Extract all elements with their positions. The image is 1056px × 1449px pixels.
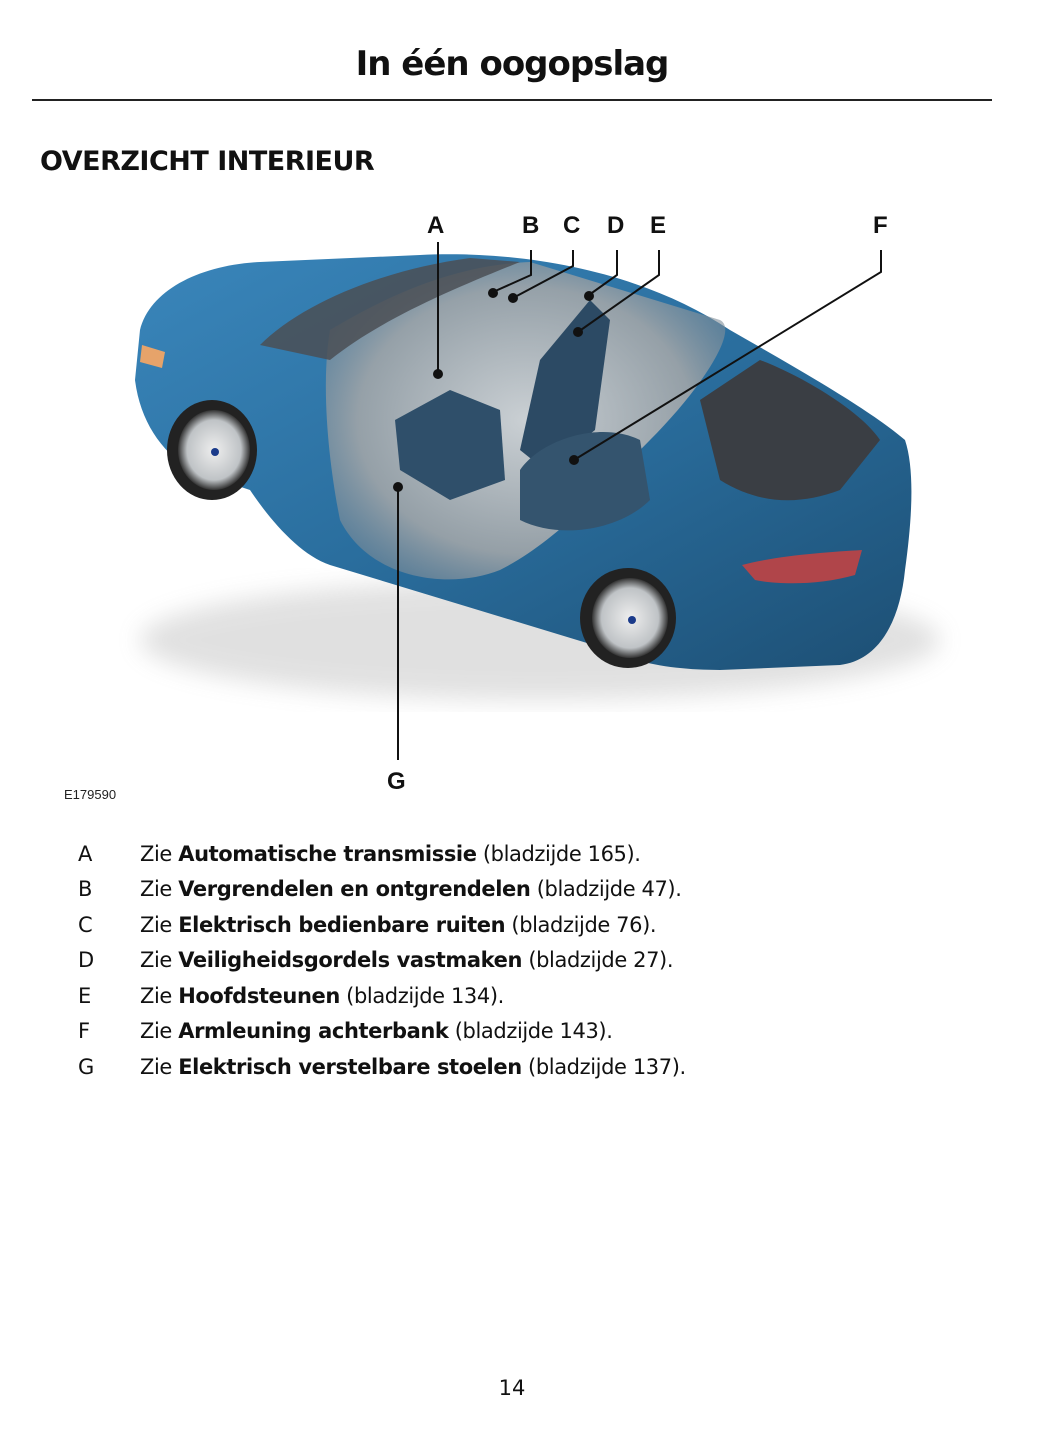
callout-label-c: C [563,212,581,239]
callout-label-e: E [650,212,667,239]
callout-label-g: G [387,768,406,795]
front-wheel [167,400,257,500]
legend-page-ref: (bladzijde 47). [530,877,682,902]
legend-item: F Zie Armleuning achterbank (bladzijde 1… [78,1014,686,1050]
legend-link[interactable]: Elektrisch bedienbare ruiten [178,912,506,937]
rear-seat [520,431,650,531]
legend-link[interactable]: Armleuning achterbank [178,1019,449,1044]
legend-prefix: Zie [140,841,179,866]
callout-dots [393,288,594,492]
legend-link[interactable]: Vergrendelen en ontgrendelen [178,877,531,902]
legend-item: G Zie Elektrisch verstelbare stoelen (bl… [78,1049,686,1085]
front-seat-passenger [520,300,610,470]
callout-lines [397,242,882,760]
legend-letter: D [78,948,94,973]
callout-label-b: B [522,212,540,239]
legend-item: E Zie Hoofdsteunen (bladzijde 134). [78,978,686,1014]
legend-prefix: Zie [140,877,179,902]
legend-prefix: Zie [140,948,179,973]
callout-label-a: A [427,212,445,239]
leader-line-e [577,250,660,333]
callout-dot-a [433,369,443,379]
callout-dot-b [488,288,498,298]
legend-list: A Zie Automatische transmissie (bladzijd… [78,836,686,1085]
legend-item: D Zie Veiligheidsgordels vastmaken (blad… [78,943,686,979]
legend-prefix: Zie [140,912,179,937]
legend-letter: E [78,983,91,1008]
legend-link[interactable]: Veiligheidsgordels vastmaken [178,948,523,973]
legend-prefix: Zie [140,1054,179,1079]
callout-dot-f [569,455,579,465]
header-divider [32,99,992,101]
car-interior-illustration: A B C D E F G [0,200,1056,820]
legend-letter: C [78,912,93,937]
front-seat-driver [395,390,505,500]
leader-line-d [588,250,618,296]
legend-prefix: Zie [140,1019,179,1044]
legend-page-ref: (bladzijde 27). [522,948,674,973]
legend-item: B Zie Vergrendelen en ontgrendelen (blad… [78,872,686,908]
section-title: OVERZICHT INTERIEUR [40,146,375,177]
legend-page-ref: (bladzijde 76). [505,912,657,937]
callout-dot-g [393,482,403,492]
legend-link[interactable]: Elektrisch verstelbare stoelen [178,1054,522,1079]
cabin-cutaway [325,262,726,580]
legend-letter: G [78,1054,94,1079]
legend-page-ref: (bladzijde 134). [339,983,504,1008]
callout-dot-c [508,293,518,303]
rear-window [700,360,880,501]
page-number: 14 [498,1376,526,1400]
legend-letter: F [78,1019,90,1044]
leader-line-b [492,250,532,293]
legend-item: A Zie Automatische transmissie (bladzijd… [78,836,686,872]
leader-line-f [573,250,882,461]
windshield [260,258,520,360]
legend-item: C Zie Elektrisch bedienbare ruiten (blad… [78,907,686,943]
car-illustration-svg [135,242,940,760]
tail-light [742,550,862,584]
legend-link[interactable]: Hoofdsteunen [178,983,340,1008]
head-light [140,345,165,368]
page-header-title: In één oogopslag [355,44,670,84]
legend-page-ref: (bladzijde 165). [476,841,641,866]
rear-wheel [580,568,676,668]
legend-page-ref: (bladzijde 137). [521,1054,686,1079]
legend-page-ref: (bladzijde 143). [448,1019,613,1044]
legend-link[interactable]: Automatische transmissie [178,841,477,866]
callout-dot-e [573,327,583,337]
legend-letter: A [78,841,92,866]
legend-prefix: Zie [140,983,179,1008]
legend-letter: B [78,877,93,902]
callout-label-f: F [873,212,888,239]
leader-line-c [512,250,574,299]
callout-dot-d [584,291,594,301]
figure-id: E179590 [64,787,117,802]
callout-label-d: D [607,212,625,239]
